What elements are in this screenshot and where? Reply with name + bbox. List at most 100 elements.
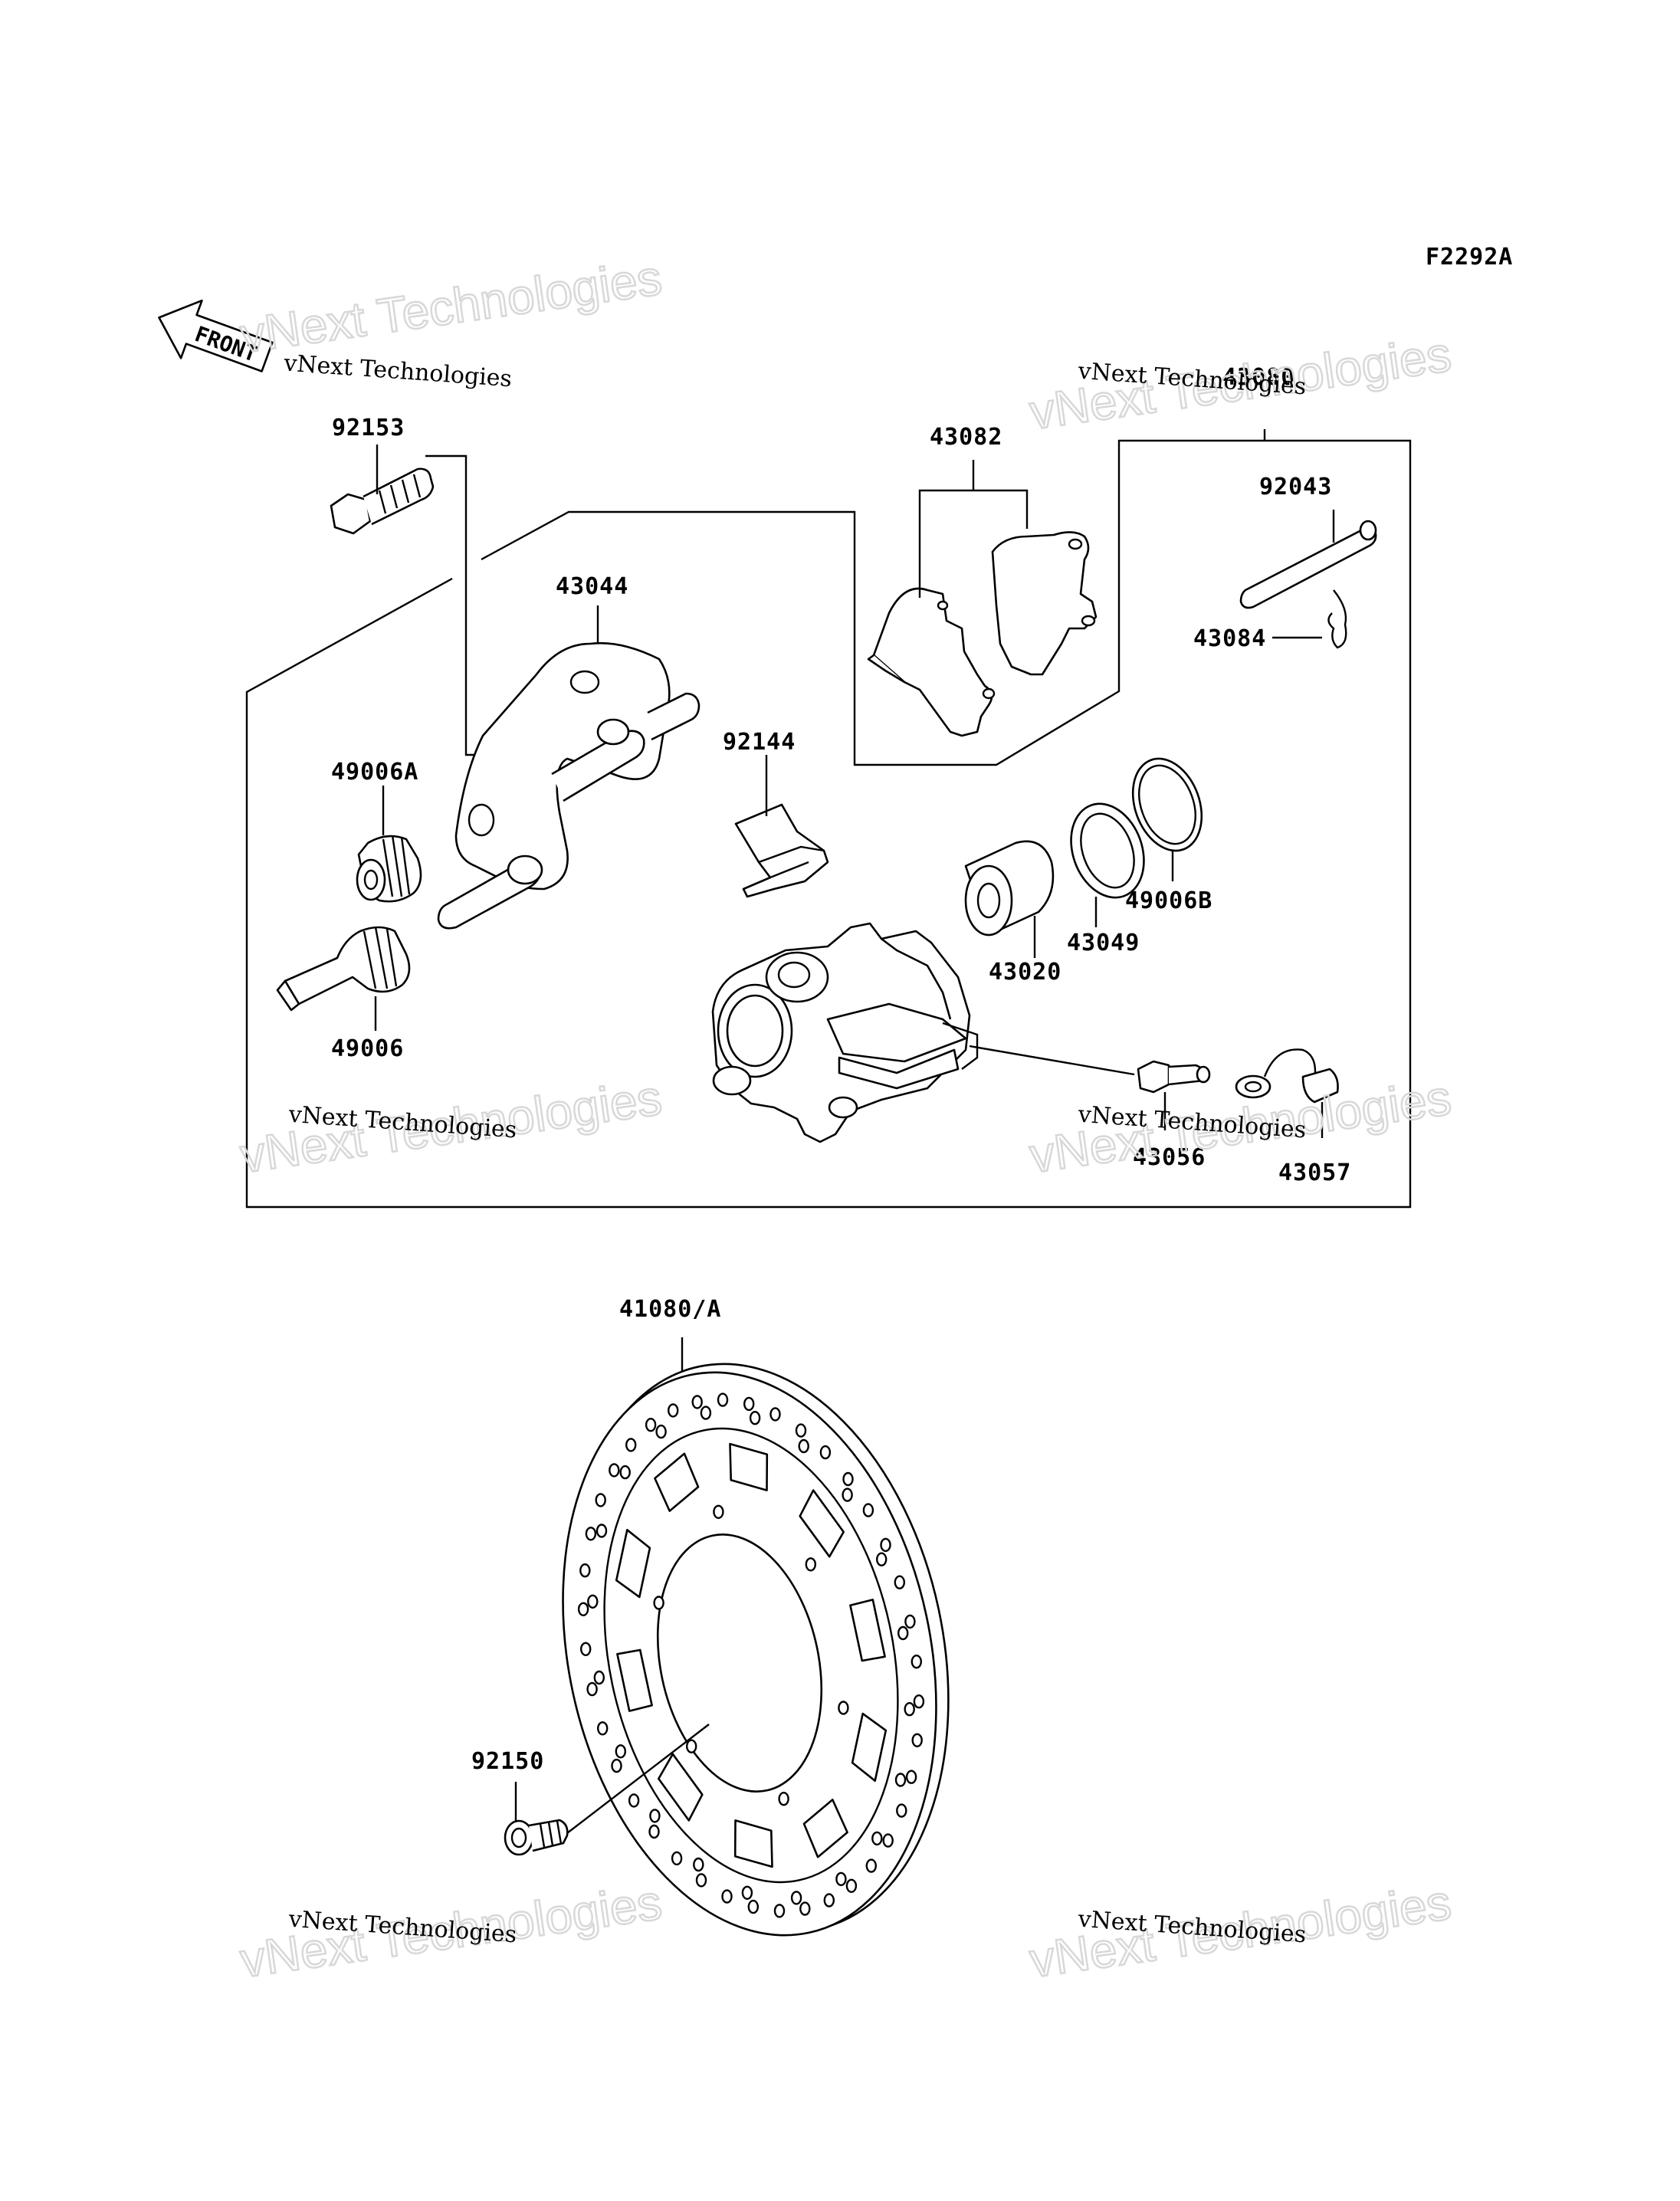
disc-vent-hole — [691, 1395, 703, 1409]
disc-vent-hole — [897, 1625, 909, 1641]
watermark: vNext Technologies vNext Technologies — [1025, 1873, 1455, 1989]
disc-bolt-hole — [838, 1701, 849, 1715]
label-92144[interactable]: 92144 — [723, 729, 796, 756]
disc-vent-hole — [894, 1773, 907, 1787]
disc-spoke-window — [616, 1648, 653, 1712]
disc-vent-hole — [795, 1423, 807, 1438]
disc-vent-hole — [580, 1642, 592, 1657]
disc-vent-hole — [871, 1831, 883, 1846]
part-92144-spring — [734, 755, 829, 898]
figure-code: F2292A — [1426, 244, 1513, 271]
part-43044-bracket — [437, 605, 701, 930]
disc-vent-hole — [880, 1537, 891, 1553]
label-43056[interactable]: 43056 — [1133, 1144, 1206, 1171]
disc-vent-hole — [596, 1524, 608, 1538]
disc-vent-hole — [595, 1493, 606, 1507]
label-92150[interactable]: 92150 — [471, 1748, 544, 1775]
part-43082-pads — [867, 460, 1098, 737]
disc-vent-hole — [845, 1878, 858, 1894]
disc-windows — [615, 1442, 888, 1868]
disc-vent-hole — [790, 1891, 802, 1905]
disc-vent-hole — [842, 1488, 853, 1502]
disc-vent-hole — [619, 1465, 631, 1480]
disc-vent-hole — [896, 1803, 907, 1818]
part-caliper-body — [711, 922, 1135, 1143]
disc-vent-hole — [904, 1701, 915, 1717]
part-43020-piston — [964, 840, 1055, 958]
disc-vent-hole — [645, 1417, 657, 1432]
disc-spoke-window — [849, 1599, 886, 1662]
part-41080A-brake-disc — [562, 1337, 950, 1937]
disc-bolt-hole — [778, 1791, 789, 1806]
disc-spoke-window — [802, 1799, 848, 1858]
part-49006-boot — [276, 926, 411, 1031]
disc-vent-hole — [798, 1438, 809, 1454]
disc-vent-hole — [597, 1721, 609, 1736]
disc-vent-hole — [655, 1424, 667, 1439]
watermark: vNext Technologies vNext Technologies — [236, 248, 666, 392]
watermark: vNext Technologies vNext Technologies — [236, 1068, 666, 1184]
watermark: vNext Technologies vNext Technologies — [236, 1873, 666, 1989]
disc-vent-hole — [625, 1438, 637, 1452]
disc-spoke-window — [729, 1442, 769, 1491]
watermark: vNext Technologies vNext Technologies — [1025, 1068, 1455, 1184]
disc-vent-hole — [773, 1904, 786, 1918]
label-43084[interactable]: 43084 — [1193, 625, 1266, 652]
part-43057-cap — [1235, 1048, 1339, 1138]
disc-vent-hole — [609, 1463, 620, 1478]
disc-vent-hole — [671, 1851, 683, 1866]
label-49006A[interactable]: 49006A — [331, 759, 418, 786]
disc-spoke-window — [851, 1712, 888, 1782]
disc-vent-hole — [842, 1471, 854, 1487]
label-49006[interactable]: 49006 — [331, 1035, 404, 1062]
label-41080A[interactable]: 41080/A — [619, 1296, 721, 1323]
disc-vent-hole — [579, 1563, 591, 1578]
disc-vent-hole — [749, 1410, 761, 1425]
disc-vent-hole — [649, 1809, 661, 1823]
disc-vent-hole — [904, 1614, 916, 1629]
svg-text:vNext Technologies: vNext Technologies — [282, 349, 513, 392]
disc-bolt-hole — [653, 1596, 664, 1610]
disc-vent-hole — [695, 1873, 707, 1888]
disc-vent-hole — [911, 1654, 923, 1669]
label-43044[interactable]: 43044 — [556, 573, 628, 600]
label-43049[interactable]: 43049 — [1067, 930, 1140, 956]
part-43084-clip — [1272, 589, 1347, 649]
disc-holes — [577, 1392, 925, 1918]
disc-vent-hole — [905, 1770, 917, 1784]
label-92153[interactable]: 92153 — [332, 415, 405, 441]
disc-vent-hole — [743, 1396, 755, 1412]
disc-vent-hole — [913, 1694, 925, 1709]
label-43082[interactable]: 43082 — [930, 424, 1002, 451]
disc-vent-hole — [799, 1901, 811, 1916]
disc-vent-hole — [577, 1602, 589, 1617]
disc-vent-hole — [882, 1833, 894, 1848]
disc-vent-hole — [668, 1403, 679, 1418]
label-43057[interactable]: 43057 — [1278, 1160, 1351, 1186]
disc-vent-hole — [721, 1889, 733, 1904]
disc-vent-hole — [648, 1824, 660, 1839]
disc-vent-hole — [615, 1744, 626, 1759]
disc-vent-hole — [769, 1407, 781, 1422]
part-labels: 92153 43044 43082 43080 92043 43084 9214… — [331, 364, 1351, 1775]
disc-vent-hole — [628, 1793, 640, 1808]
disc-vent-hole — [823, 1893, 835, 1907]
disc-vent-hole — [894, 1575, 906, 1589]
label-43020[interactable]: 43020 — [989, 959, 1061, 986]
disc-spoke-window — [615, 1529, 651, 1599]
label-49006B[interactable]: 49006B — [1125, 887, 1212, 914]
part-43049-seal — [1070, 802, 1145, 927]
disc-spoke-window — [654, 1452, 700, 1512]
disc-vent-hole — [593, 1670, 605, 1685]
disc-vent-hole — [717, 1392, 729, 1407]
disc-vent-hole — [700, 1406, 712, 1420]
label-92043[interactable]: 92043 — [1259, 474, 1332, 500]
part-92043-pin — [1239, 429, 1377, 609]
disc-spoke-window — [733, 1819, 773, 1868]
svg-text:vNext Technologies: vNext Technologies — [237, 250, 664, 363]
label-43080[interactable]: 43080 — [1222, 364, 1295, 391]
disc-bolt-hole — [805, 1557, 817, 1572]
part-49006B-seal — [1131, 757, 1203, 881]
